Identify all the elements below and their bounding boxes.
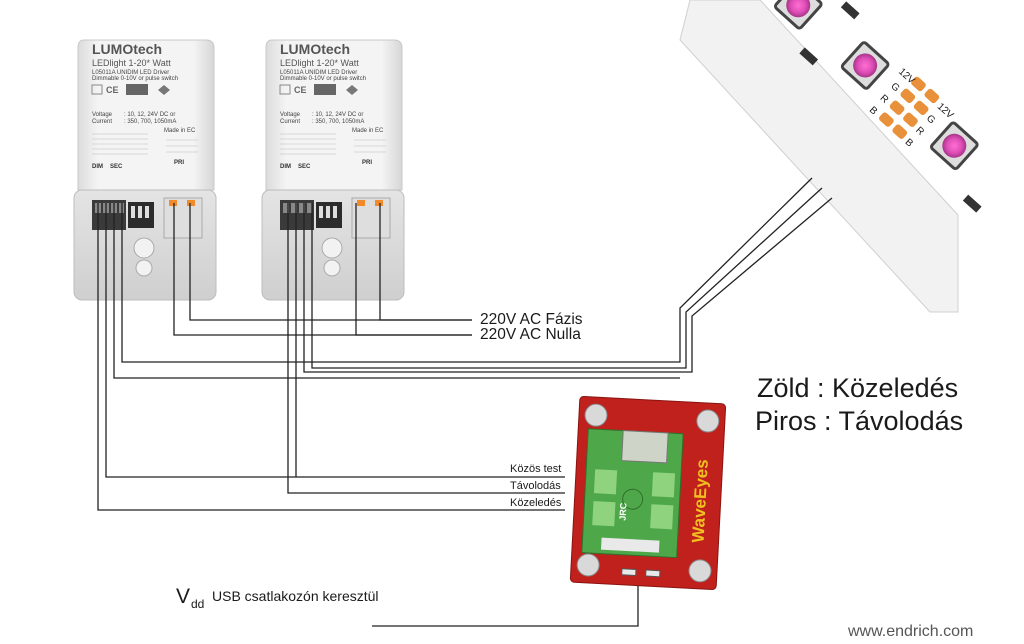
driver-model: LEDlight 1-20* Watt [280,58,359,68]
pri-label: PRI [174,160,184,166]
wire-approaching [97,203,565,511]
wire-common-ground [105,203,565,478]
secondary-terminal-block [280,200,342,230]
label-approaching: Közeledés [510,497,562,509]
smd-component [621,568,637,576]
sec-label: SEC [110,164,123,170]
sensor-logo: JRC [618,502,629,521]
driver-subtitle-2: Dimmable 0-10V or pulse switch [280,76,366,82]
legend-red-line: Piros : Távolodás [755,406,963,436]
label-common-ground: Közös test [510,463,561,475]
current-value: : 350, 700, 1050mA [124,119,176,125]
terminal-lever-orange [187,200,195,206]
current-label: Current [280,119,300,125]
wire-ac-phase-driver1 [189,203,472,321]
driver-subtitle-1: L05011A UNIDIM LED Driver [280,70,357,76]
vdd-subscript: dd [191,597,204,611]
rgb-led-strip: 12V G R B 12V G R B [679,0,982,313]
footer-url: www.endrich.com [847,623,973,640]
terminal-lever-orange [375,200,383,206]
wire-sec-driver2-a [311,187,823,369]
strip-pin-b: B [867,105,880,118]
strip-pin-r: R [878,93,891,106]
wire-sec-driver2-b [303,197,833,373]
wire-sec-driver1-b [113,203,680,379]
voltage-label: Voltage [92,112,113,118]
terminal-lever-orange [169,200,177,206]
made-in-label: Made in EC [352,128,384,134]
primary-terminal-block [163,197,203,239]
vdd-symbol: V [176,585,190,608]
led-driver-2: LUMOtech LEDlight 1-20* Watt L05011A UNI… [261,39,405,301]
primary-terminal-block [351,197,391,239]
label-moving-away: Távolodás [510,480,561,492]
driver-brand: LUMOtech [92,41,162,57]
certification-marks: CE [91,84,170,95]
strip-pin-b: B [903,137,916,150]
voltage-label: Voltage [280,112,301,118]
legend-green-line: Zöld : Közeledés [757,373,958,403]
wire-sec-driver1-a [121,177,813,363]
dim-label: DIM [92,164,103,170]
strip-pin-r: R [913,125,926,138]
made-in-label: Made in EC [164,128,196,134]
sensor-brand: WaveEyes [688,459,711,543]
voltage-value: : 10, 12, 24V DC or [312,112,363,118]
driver-subtitle-2: Dimmable 0-10V or pulse switch [92,76,178,82]
certification-marks: CE [279,84,358,95]
wire-ac-neutral-driver2 [355,203,472,336]
current-label: Current [92,119,112,125]
wire-ac-phase-driver2 [379,203,472,321]
spec-table [92,133,198,155]
mount-hole [696,409,720,433]
label-ac-neutral: 220V AC Nulla [480,326,581,343]
strip-pin-g: G [924,113,937,127]
radar-sensor-board: JRC WaveEyes [569,396,727,590]
current-value: : 350, 700, 1050mA [312,119,364,125]
mount-hole [688,559,712,583]
vdd-label: V dd USB csatlakozón keresztül [176,585,379,611]
wire-moving-away [287,203,565,494]
svg-text:CE: CE [294,85,307,95]
mount-hole [576,553,600,577]
rgb-led-lens [853,53,878,78]
usb-note: USB csatlakozón keresztül [212,588,379,604]
rgb-led-lens [786,0,811,18]
driver-model: LEDlight 1-20* Watt [92,58,171,68]
smd-resistor [962,194,982,213]
mounting-hole [321,237,343,259]
wire-vdd-usb [372,585,639,627]
label-ac-phase: 220V AC Fázis [480,311,583,328]
voltage-value: : 10, 12, 24V DC or [124,112,175,118]
mount-hole [584,403,608,427]
dim-label: DIM [280,164,291,170]
terminal-lever-orange [357,200,365,206]
secondary-terminal-block [92,200,154,230]
pri-label: PRI [362,160,372,166]
rgb-led-lens [942,133,967,158]
mounting-hole [133,237,155,259]
led-driver-1: LUMOtech LEDlight 1-20* Watt L05011A UNI… [73,39,217,301]
smd-resistor [840,1,860,20]
strip-pin-g: G [888,81,901,95]
spec-table [280,133,386,155]
driver-brand: LUMOtech [280,41,350,57]
smd-component [645,569,661,578]
strip-pin-12v: 12V [935,101,956,121]
wiring [97,177,833,627]
strip-solder-pads [879,76,940,139]
driver-subtitle-1: L05011A UNIDIM LED Driver [92,70,169,76]
svg-text:CE: CE [106,85,119,95]
radar-shield-can [621,430,669,464]
smd-resistor [799,47,819,66]
sec-label: SEC [298,164,311,170]
